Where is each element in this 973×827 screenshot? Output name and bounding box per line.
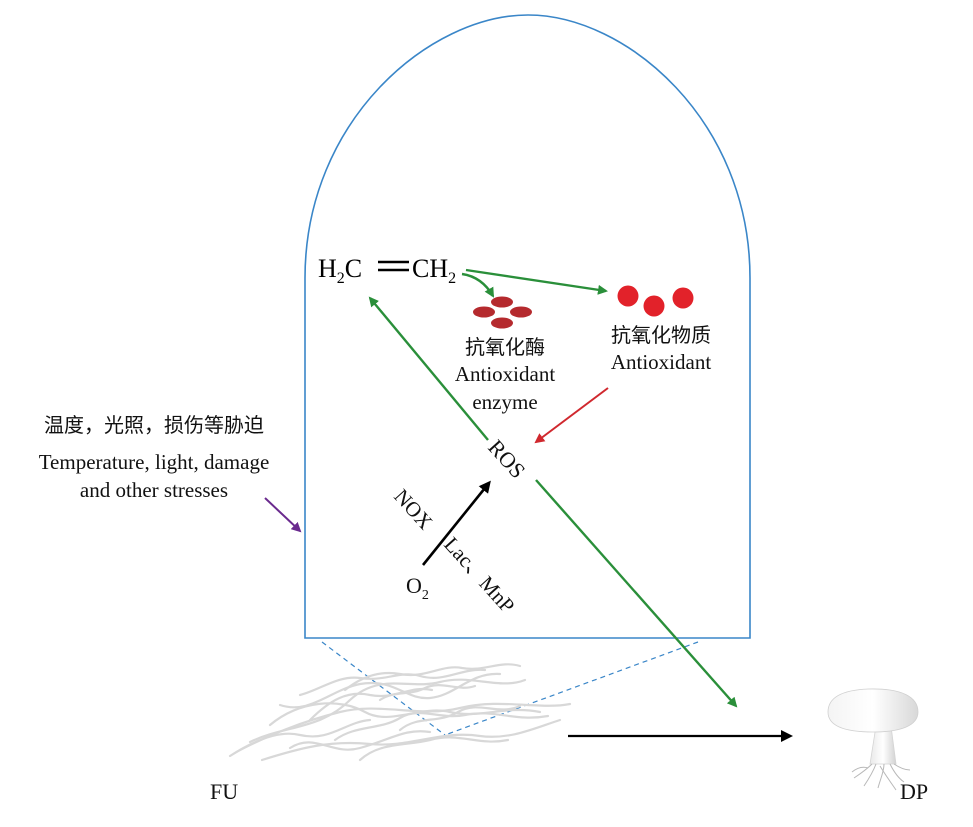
h2c-sub: 2 <box>337 270 345 287</box>
ethylene-to-enzyme-arrow <box>461 272 495 298</box>
lac-mnp-label: Lac、MnP <box>439 532 519 617</box>
zoom-line-right <box>444 641 699 736</box>
antioxidant-enzyme-en-2: enzyme <box>472 390 537 414</box>
stress-en-2: and other stresses <box>80 478 228 502</box>
antioxidant-zh: 抗氧化物质 <box>611 323 711 347</box>
antioxidant-icon <box>617 285 694 317</box>
o2-sub: 2 <box>422 588 429 603</box>
ros-to-dp-arrow <box>535 479 738 708</box>
o2-to-ros-arrow <box>421 480 491 566</box>
dp-label: DP <box>900 779 928 804</box>
h2c-h: H <box>318 254 337 283</box>
ch2-ch: CH <box>412 254 448 283</box>
o2-o: O <box>406 573 422 598</box>
mycelium-image <box>228 663 572 762</box>
stress-en-1: Temperature, light, damage <box>39 450 270 474</box>
antioxidant-enzyme-en-1: Antioxidant <box>455 362 555 386</box>
h2c-c: C <box>345 254 362 283</box>
svg-text:CH2: CH2 <box>412 254 456 287</box>
o2-label: O2 <box>406 573 429 603</box>
antioxidant-to-ros-arrow <box>534 387 609 444</box>
ros-label: ROS <box>483 435 530 484</box>
antioxidant-en: Antioxidant <box>611 350 711 374</box>
stress-zh: 温度，光照，损伤等胁迫 <box>44 413 264 437</box>
antioxidant-enzyme-zh: 抗氧化酶 <box>465 335 545 359</box>
ch2-sub: 2 <box>448 270 456 287</box>
dome-outline <box>304 14 751 639</box>
mushroom-image <box>827 688 919 791</box>
ethylene-to-antioxidant-arrow <box>465 268 608 295</box>
nox-label: NOX <box>389 484 437 534</box>
fu-label: FU <box>210 779 238 804</box>
stress-arrow <box>264 497 302 533</box>
antioxidant-enzyme-icon <box>473 296 532 329</box>
svg-text:H2C: H2C <box>318 254 362 287</box>
ethylene-molecule: H2C CH2 <box>318 254 456 287</box>
ros-to-ethylene-arrow <box>368 296 489 441</box>
